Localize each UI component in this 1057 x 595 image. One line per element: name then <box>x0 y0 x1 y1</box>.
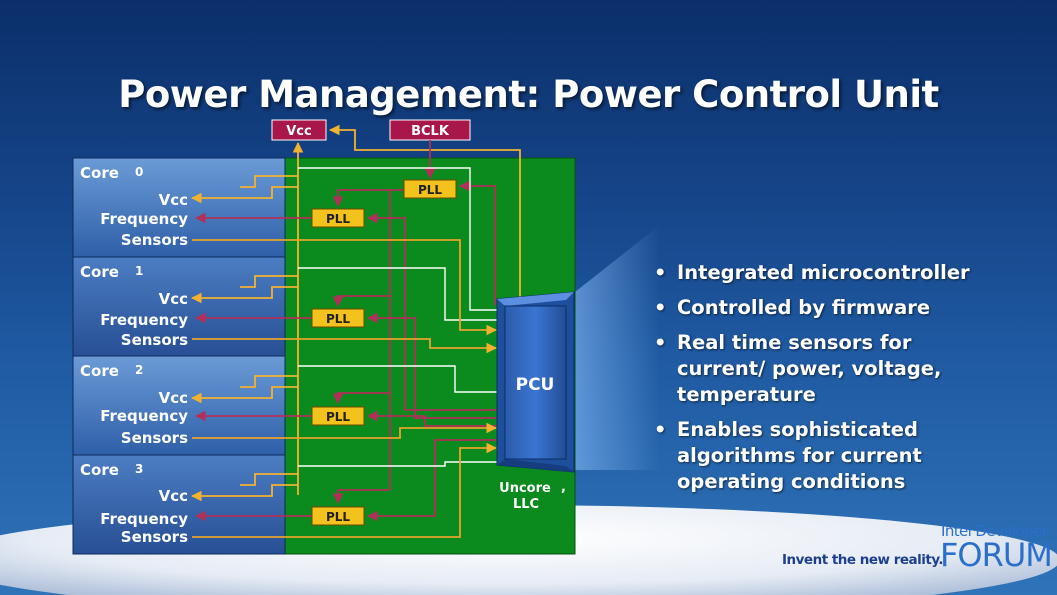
pcu-label: PCU <box>516 375 555 395</box>
core-box-2 <box>72 355 286 456</box>
pll-core0-box <box>311 208 365 228</box>
vcc-feed-3 <box>240 473 298 486</box>
pll-core2-box <box>311 406 365 426</box>
pcu-block: PCU <box>496 291 575 473</box>
core-1-frequency-label: Frequency <box>100 311 188 329</box>
core-1-signals: Vcc Frequency Sensors <box>100 290 188 349</box>
core-0-frequency-label: Frequency <box>100 210 188 228</box>
idf-logo-top: Intel Developer <box>941 522 1048 540</box>
core-index-1: 1 <box>135 264 143 278</box>
core-0-signals: Vcc Frequency Sensors <box>100 191 188 249</box>
clock-to-pll0 <box>332 189 390 208</box>
clock-to-pll2 <box>332 392 390 405</box>
core-label-0: Core <box>80 164 119 182</box>
core-3-sensors-label: Sensors <box>121 528 188 546</box>
pll-core1-label: PLL <box>326 312 350 326</box>
pcu-to-pll3 <box>366 439 498 522</box>
sensor-line-3 <box>192 442 498 538</box>
bullet-item: Enables sophisticated algorithms for cur… <box>652 417 982 495</box>
vcc-feed-2 <box>240 375 298 388</box>
sensor-line-2 <box>192 422 498 439</box>
slide-title: Power Management: Power Control Unit <box>118 72 939 116</box>
core-3-vcc-label: Vcc <box>159 487 188 505</box>
clock-to-pll3 <box>332 489 390 505</box>
vcc-feed-1b <box>190 286 298 304</box>
pll-core3-label: PLL <box>326 510 350 524</box>
core-label-2: Core <box>80 362 119 380</box>
bullet-item: Integrated microcontroller <box>652 260 982 286</box>
pcu-vcc-ctrl-0 <box>298 167 498 311</box>
vcc-feed-2b <box>190 386 298 404</box>
core-index-3: 3 <box>135 462 143 476</box>
bullet-item: Controlled by firmware <box>652 295 982 321</box>
core-0-sensors-label: Sensors <box>121 231 188 249</box>
vcc-feeds <box>190 175 298 502</box>
core-index-2: 2 <box>135 363 143 377</box>
tagline: Invent the new reality. <box>782 552 944 568</box>
core-1-sensors-label: Sensors <box>121 331 188 349</box>
core-3-signals: Vcc Frequency Sensors <box>100 487 188 546</box>
core-label-1: Core <box>80 263 119 281</box>
idf-logo-bottom: FORUM <box>940 536 1053 574</box>
pcu-to-pll1 <box>366 312 498 419</box>
core-3-frequency-label: Frequency <box>100 510 188 528</box>
sensor-line-1 <box>192 338 498 354</box>
core-0-vcc-label: Vcc <box>159 191 188 209</box>
pll-top-label: PLL <box>418 183 442 197</box>
uncore-label: Uncore <box>499 481 551 496</box>
pcu-to-pll-top <box>458 180 496 305</box>
core-1-vcc-label: Vcc <box>159 290 188 308</box>
uncore-comma: , <box>561 480 566 495</box>
vcc-input-label: Vcc <box>286 124 311 139</box>
core-2-sensors-label: Sensors <box>121 429 188 447</box>
pll-core1-box <box>311 308 365 328</box>
pll-core3-box <box>311 506 365 526</box>
vcc-feed-0 <box>240 175 298 188</box>
light-beam <box>575 225 660 470</box>
vcc-feed-1 <box>240 275 298 288</box>
core-2-signals: Vcc Frequency Sensors <box>100 389 188 447</box>
clock-to-pll1 <box>332 295 390 308</box>
core-2-vcc-label: Vcc <box>159 389 188 407</box>
pcu-vcc-ctrl-3 <box>298 461 498 467</box>
bclk-input-label: BCLK <box>411 124 450 139</box>
pcu-vcc-control <box>298 167 498 467</box>
vcc-input-box <box>271 119 327 141</box>
core-index-0: 0 <box>135 165 143 179</box>
llc-label: LLC <box>513 497 539 512</box>
sensor-lines <box>192 239 498 538</box>
pll-core2-label: PLL <box>326 410 350 424</box>
pcu-vcc-ctrl-2 <box>298 365 498 393</box>
vcc-feed-3b <box>190 484 298 502</box>
pll-top-box <box>403 179 457 199</box>
pcu-to-pll2 <box>366 410 498 427</box>
clock-distribution <box>194 180 498 522</box>
core-label-3: Core <box>80 461 119 479</box>
pll-core0-label: PLL <box>326 212 350 226</box>
core-2-frequency-label: Frequency <box>100 407 188 425</box>
feature-bullets: Integrated microcontroller Controlled by… <box>652 260 982 504</box>
sensor-line-0 <box>192 239 498 336</box>
pcu-vcc-ctrl-1 <box>298 267 498 321</box>
vcc-feed-0b <box>190 186 298 204</box>
vcc-control-line <box>328 124 521 305</box>
pcu-to-pll0 <box>366 212 498 411</box>
bullet-item: Real time sensors for current/ power, vo… <box>652 330 982 408</box>
